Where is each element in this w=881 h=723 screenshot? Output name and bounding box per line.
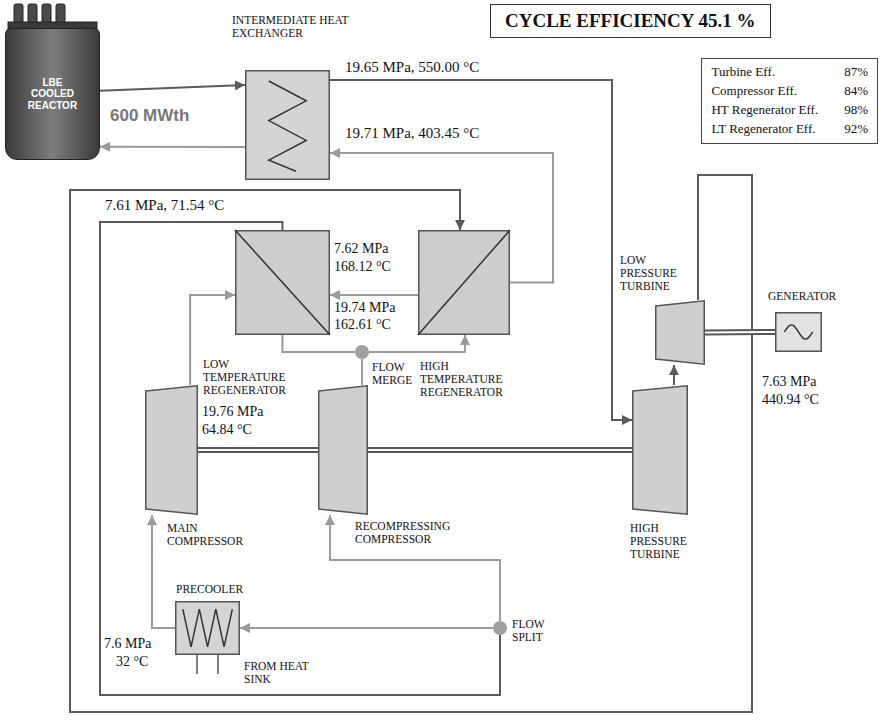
state-label: 7.61 MPa, 71.54 °C: [105, 197, 224, 214]
state-label: FROM HEAT SINK: [244, 660, 316, 686]
regenerator: HIGH TEMPERATURE REGENERATOR: [418, 230, 510, 335]
flow-junction-outline: [355, 345, 369, 359]
flow-line: [100, 146, 245, 148]
node-label: HIGH TEMPERATURE REGENERATOR: [420, 360, 524, 400]
flow-line: [330, 294, 418, 296]
heat-exchanger: INTERMEDIATE HEAT EXCHANGER: [245, 70, 330, 180]
node-label: LOW PRESSURE TURBINE: [620, 254, 688, 294]
node-label: MAIN COMPRESSOR: [167, 522, 251, 548]
machine-outline: [146, 386, 198, 515]
state-label: 32 °C: [116, 654, 148, 670]
node-label: LOW TEMPERATURE REGENERATOR: [203, 358, 298, 398]
turbine: HIGH PRESSURE TURBINE: [632, 385, 688, 515]
machine-outline: [319, 386, 368, 515]
cooling-pipe: [217, 655, 219, 674]
cooling-pipe: [196, 655, 198, 674]
shape-outline: [176, 602, 240, 655]
heat-exchanger-coil: [269, 81, 306, 171]
shaft-core: [198, 449, 318, 451]
reactor-vessel: LBE COOLED REACTOR: [5, 28, 100, 160]
node-label: LBE COOLED REACTOR: [23, 77, 83, 112]
flow-line: [369, 335, 465, 352]
flow-line: [100, 85, 245, 91]
state-label: 19.71 MPa, 403.45 °C: [345, 125, 479, 142]
shaft: [368, 447, 632, 453]
precooler: PRECOOLER: [175, 601, 240, 655]
shape-outline: [236, 231, 330, 335]
regenerator-diagonal: [418, 230, 510, 335]
shaft-core: [705, 331, 775, 334]
turbine-outline: [632, 385, 688, 515]
state-label: 7.6 MPa: [104, 636, 151, 652]
table-cell: Turbine Eff.: [711, 65, 818, 80]
table-cell: LT Regenerator Eff.: [711, 122, 818, 137]
cooler-coil: [183, 609, 233, 647]
shaft-core: [368, 449, 632, 451]
node-label: HIGH PRESSURE TURBINE: [630, 522, 696, 562]
flow-line: [283, 335, 356, 352]
state-label: 64.84 °C: [202, 422, 252, 438]
state-label: 168.12 °C: [334, 259, 391, 275]
shape-outline: [246, 71, 330, 180]
flow-line: [70, 175, 752, 712]
regenerator: LOW TEMPERATURE REGENERATOR: [235, 230, 330, 335]
parameter-table: Turbine Eff. 87% Compressor Eff. 84% HT Rege…: [701, 58, 878, 144]
regenerator-outline: [418, 230, 510, 335]
flow-junction: FLOW SPLIT: [493, 621, 507, 635]
generator: GENERATOR: [775, 312, 822, 352]
state-label: 162.61 °C: [334, 317, 391, 333]
turbine-outline: [655, 300, 705, 365]
node-label: INTERMEDIATE HEAT EXCHANGER: [232, 14, 382, 40]
node-label: RECOMPRESSING COMPRESSOR: [355, 520, 473, 546]
state-label: 7.62 MPa: [334, 241, 388, 257]
junction-dot: [493, 621, 507, 635]
table-cell: HT Regenerator Eff.: [711, 103, 818, 118]
precooler-outline: [175, 601, 240, 655]
compressor: MAIN COMPRESSOR: [145, 385, 198, 515]
flow-line: [361, 359, 363, 385]
efficiency-box: CYCLE EFFICIENCY 45.1 %: [490, 4, 771, 38]
generator-outline: [775, 312, 822, 352]
flow-line: [330, 515, 500, 621]
node-label: FLOW MERGE: [372, 361, 420, 387]
regenerator-diagonal: [235, 230, 330, 335]
shaft: [198, 447, 318, 453]
table-cell: 98%: [844, 103, 868, 118]
compressor-outline: [318, 385, 368, 515]
state-label: 440.94 °C: [762, 392, 819, 408]
turbine: LOW PRESSURE TURBINE: [655, 300, 705, 365]
node-label: FLOW SPLIT: [512, 618, 560, 644]
compressor-outline: [145, 385, 198, 515]
state-label: 19.74 MPa: [334, 300, 395, 316]
junction-dot: [355, 345, 369, 359]
flow-junction-outline: [493, 621, 507, 635]
heat-exchanger-outline: [245, 70, 330, 180]
flow-junction: FLOW MERGE: [355, 345, 369, 359]
sine-symbol: [784, 325, 812, 339]
table-cell: 84%: [844, 84, 868, 99]
state-label: 19.65 MPa, 550.00 °C: [345, 59, 479, 76]
regenerator-outline: [235, 230, 330, 335]
node-label: GENERATOR: [768, 290, 863, 303]
table-cell: 87%: [844, 65, 868, 80]
shape-outline: [776, 313, 822, 352]
flow-line: [673, 365, 675, 385]
flow-line: [240, 627, 493, 629]
compressor: RECOMPRESSING COMPRESSOR: [318, 385, 368, 515]
state-label: 19.76 MPa: [202, 404, 263, 420]
state-label: 7.63 MPa: [762, 374, 816, 390]
flow-line: [330, 80, 632, 420]
table-cell: 92%: [844, 122, 868, 137]
table-cell: Compressor Eff.: [711, 84, 818, 99]
shaft: [705, 329, 775, 336]
node-label: CYCLE EFFICIENCY 45.1 %: [505, 10, 756, 32]
node-label: PRECOOLER: [176, 583, 271, 596]
machine-outline: [656, 301, 705, 365]
machine-outline: [633, 386, 688, 515]
power-label: 600 MWth: [110, 106, 189, 126]
shape-outline: [419, 231, 510, 335]
